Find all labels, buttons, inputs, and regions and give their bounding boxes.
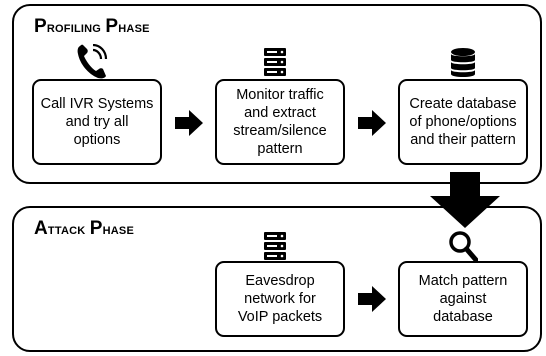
magnifier-icon <box>449 231 478 262</box>
arrow-right-icon <box>358 286 386 312</box>
step-call-ivr: Call IVR Systems and try all options <box>32 79 162 165</box>
phone-icon <box>77 44 108 79</box>
profiling-phase-title: Profiling Phase <box>34 16 150 37</box>
arrow-down-icon <box>430 172 500 228</box>
step-monitor-traffic: Monitor traffic and extract stream/silen… <box>215 79 345 165</box>
arrow-right-icon <box>358 110 386 136</box>
server-icon <box>264 48 286 76</box>
step-eavesdrop: Eavesdrop network for VoIP packets <box>215 261 345 337</box>
arrow-right-icon <box>175 110 203 136</box>
database-icon <box>451 48 475 77</box>
attack-phase-title: Attack Phase <box>34 218 134 239</box>
step-create-database: Create database of phone/options and the… <box>398 79 528 165</box>
server-icon <box>264 232 286 260</box>
step-match-pattern: Match pattern against database <box>398 261 528 337</box>
